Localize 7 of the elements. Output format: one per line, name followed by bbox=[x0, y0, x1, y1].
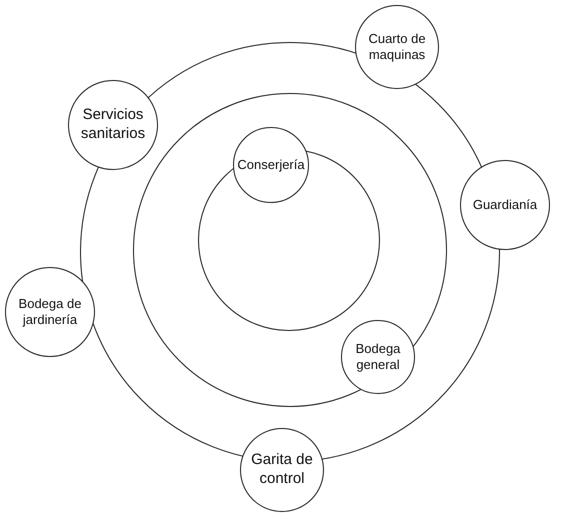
room-label: Garita de control bbox=[250, 451, 314, 489]
room-label: Cuarto de maquinas bbox=[367, 30, 427, 64]
room-label: Bodega de jardinería bbox=[18, 296, 82, 328]
room-label: Guardianía bbox=[472, 196, 538, 214]
room-label: Servicios sanitarios bbox=[80, 106, 146, 144]
room-label: Bodega general bbox=[354, 340, 402, 374]
room-label: Conserjería bbox=[236, 156, 306, 174]
